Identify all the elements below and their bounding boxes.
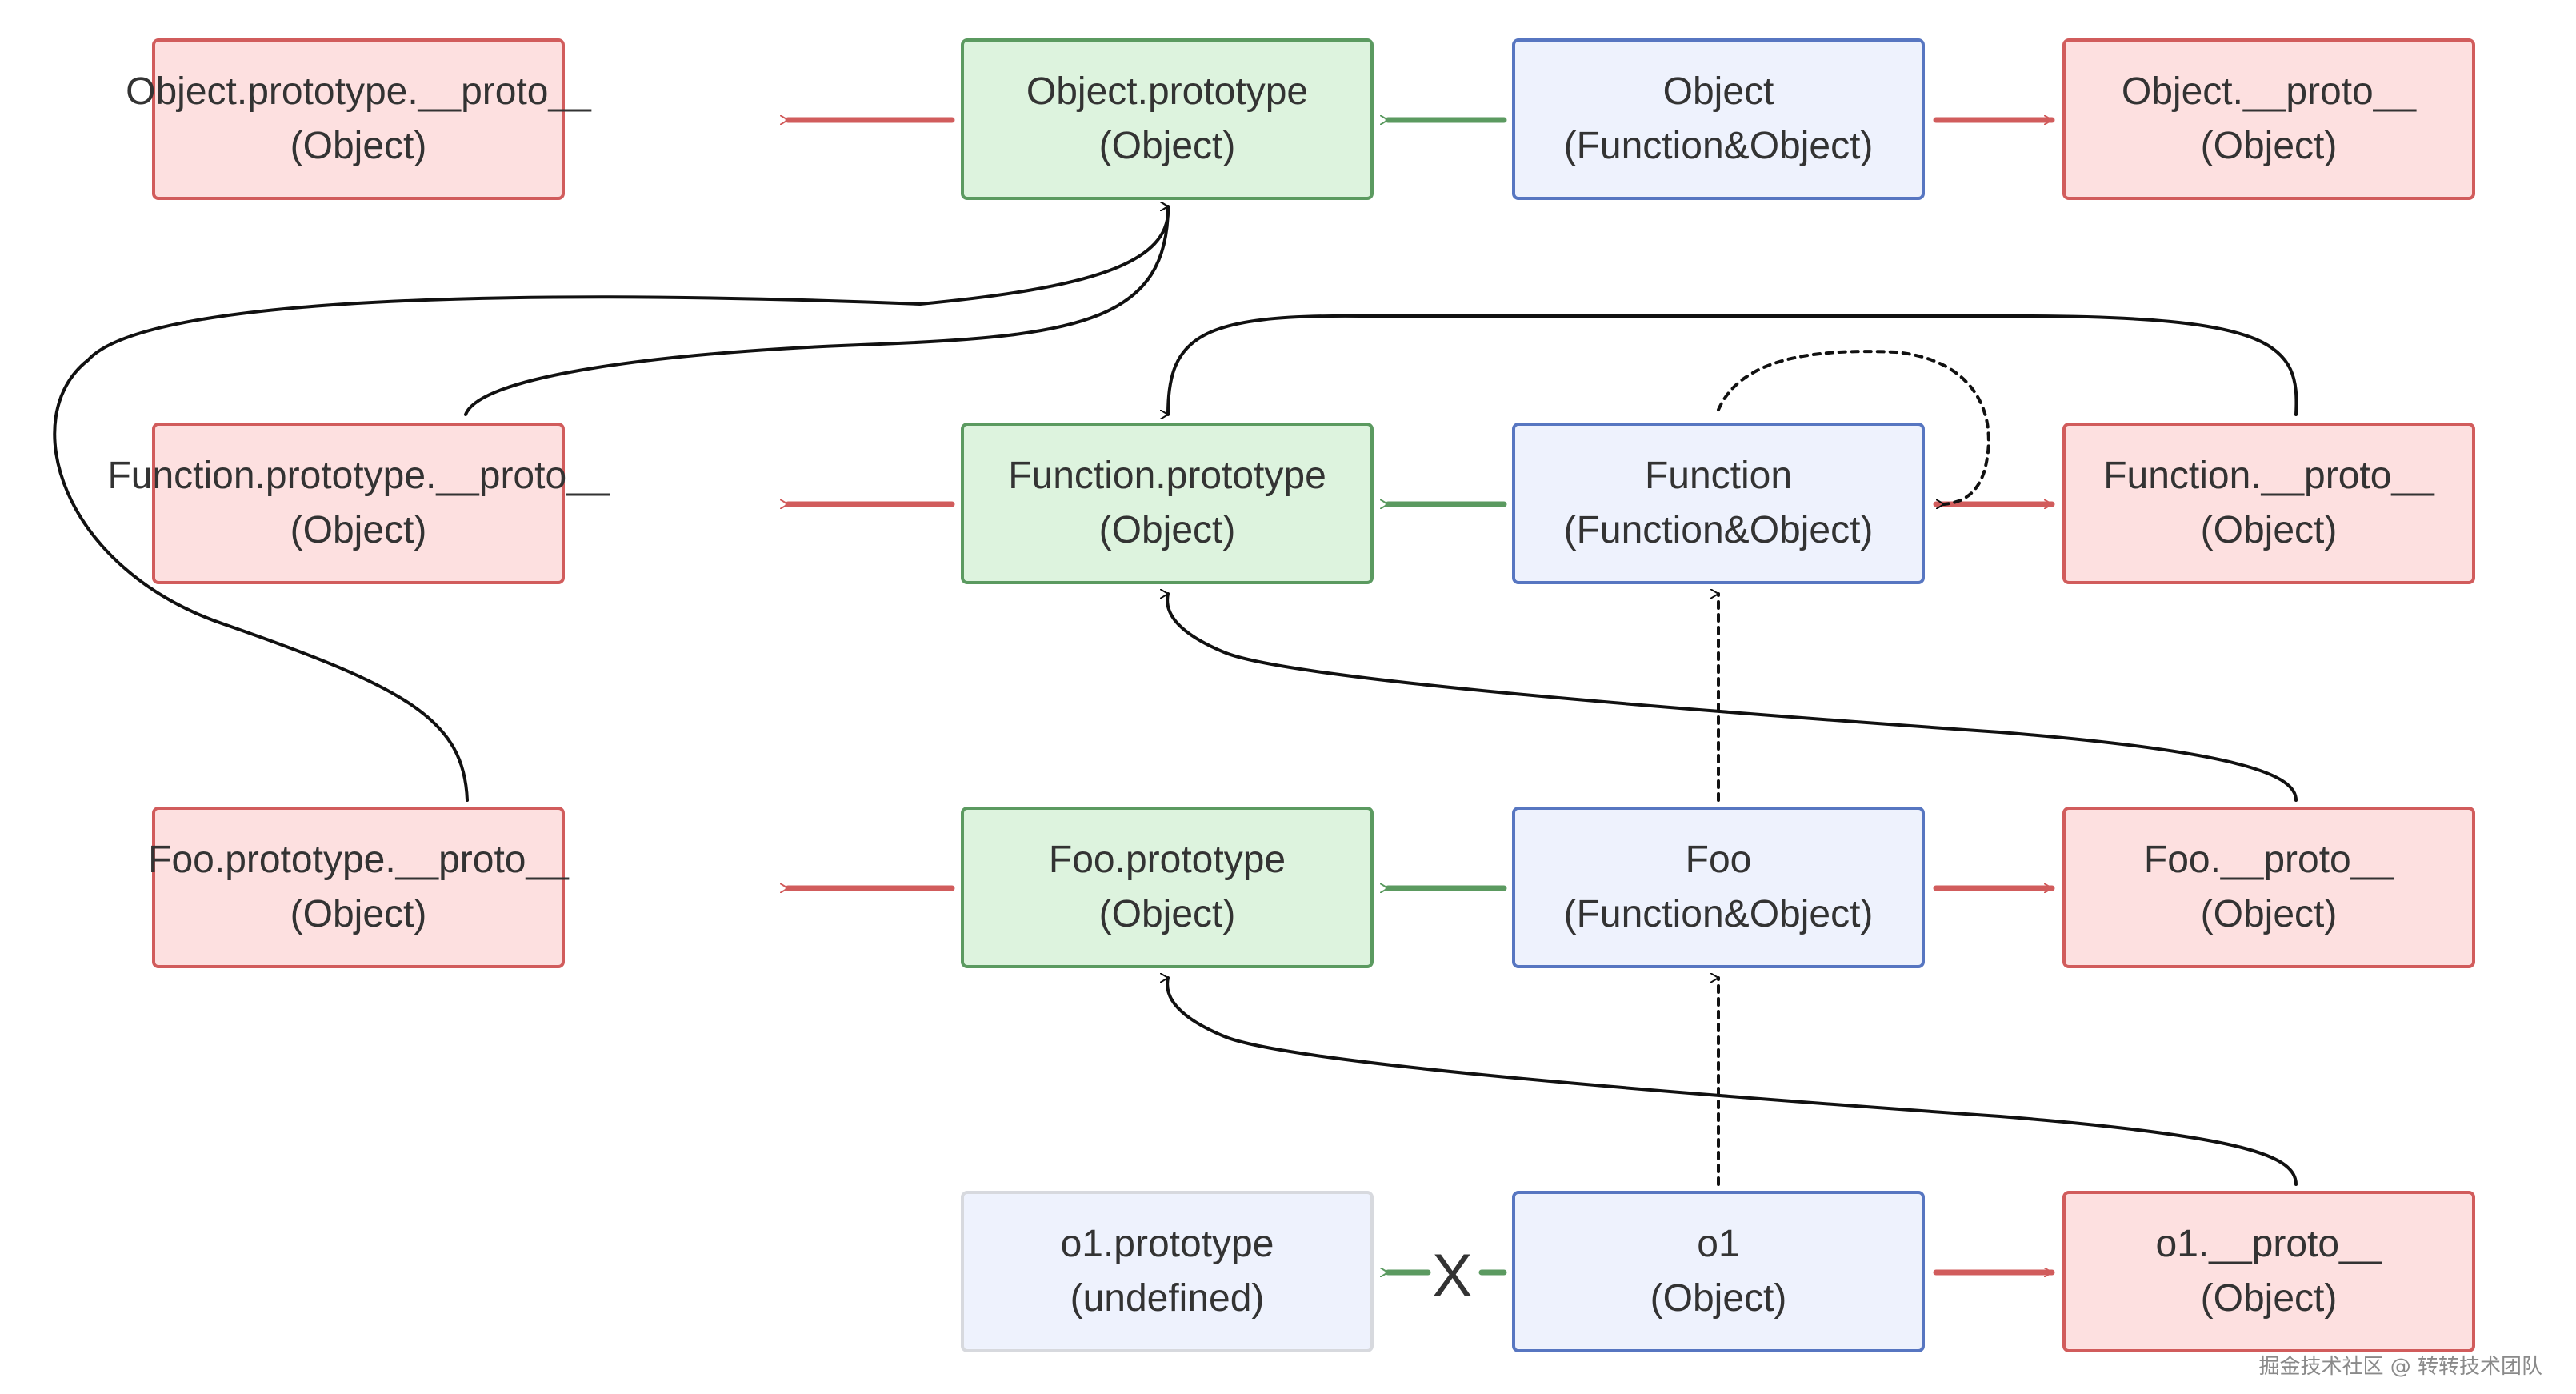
node-o1: o1 (Object) [1512,1191,1925,1352]
node-name: Foo [1685,839,1752,881]
node-type: (Object) [2200,1277,2338,1320]
node-foo-prototype: Foo.prototype (Object) [961,807,1374,968]
node-type: (Object) [2200,509,2338,551]
node-type: (Object) [2200,893,2338,935]
node-name: Foo.__proto__ [2143,839,2394,881]
broken-link-mark: X [1432,1242,1473,1310]
node-type: (Object) [1650,1277,1787,1320]
node-name: o1.prototype [1060,1223,1274,1265]
node-type: (Object) [1098,509,1236,551]
connector-function-self-dashed [1717,350,1990,504]
node-o1-proto: o1.__proto__ (Object) [2062,1191,2475,1352]
node-foo: Foo (Function&Object) [1512,807,1925,968]
node-foo-prototype-proto: Foo.prototype.__proto__ (Object) [148,807,569,968]
node-type: (undefined) [1070,1277,1265,1320]
node-name: Function.__proto__ [2103,455,2434,497]
connector-foo-proto-to-function-prototype [1167,594,2298,802]
node-name: Object.prototype.__proto__ [126,70,591,113]
connector-foo-prototype-proto-to-object-prototype [53,206,1170,802]
node-name: Function.prototype.__proto__ [107,455,610,497]
node-name: Object.prototype [1026,70,1309,113]
node-function-prototype-proto: Function.prototype.__proto__ (Object) [107,423,610,584]
node-name: Function [1644,455,1793,497]
credit-text: 掘金技术社区 @ 转转技术团队 [2258,1355,2542,1379]
node-name: Foo.prototype [1048,839,1286,881]
node-function-prototype: Function.prototype (Object) [961,423,1374,584]
node-name: o1.__proto__ [2155,1223,2382,1265]
node-name: Function.prototype [1008,455,1326,497]
node-object: Object (Function&Object) [1512,38,1925,200]
node-function-proto: Function.__proto__ (Object) [2062,423,2475,584]
connector-function-prototype-proto-to-object-prototype [464,206,1170,416]
node-object-prototype: Object.prototype (Object) [961,38,1374,200]
node-function: Function (Function&Object) [1512,423,1925,584]
node-type: (Object) [290,893,427,935]
connector-o1-proto-to-foo-prototype [1167,978,2298,1186]
node-name: Object.__proto__ [2121,70,2417,113]
node-type: (Function&Object) [1563,893,1874,935]
connector-function-proto-to-function-prototype [1168,314,2298,415]
node-type: (Object) [2200,125,2338,167]
node-object-proto: Object.__proto__ (Object) [2062,38,2475,200]
node-name: Foo.prototype.__proto__ [148,839,569,881]
node-type: (Function&Object) [1563,125,1874,167]
node-object-prototype-proto: Object.prototype.__proto__ (Object) [126,38,591,200]
node-foo-proto: Foo.__proto__ (Object) [2062,807,2475,968]
node-type: (Object) [1098,893,1236,935]
node-type: (Object) [290,125,427,167]
node-name: o1 [1697,1223,1740,1265]
node-name: Object [1662,70,1774,113]
node-type: (Object) [290,509,427,551]
node-type: (Function&Object) [1563,509,1874,551]
node-type: (Object) [1098,125,1236,167]
node-o1-prototype: o1.prototype (undefined) [961,1191,1374,1352]
